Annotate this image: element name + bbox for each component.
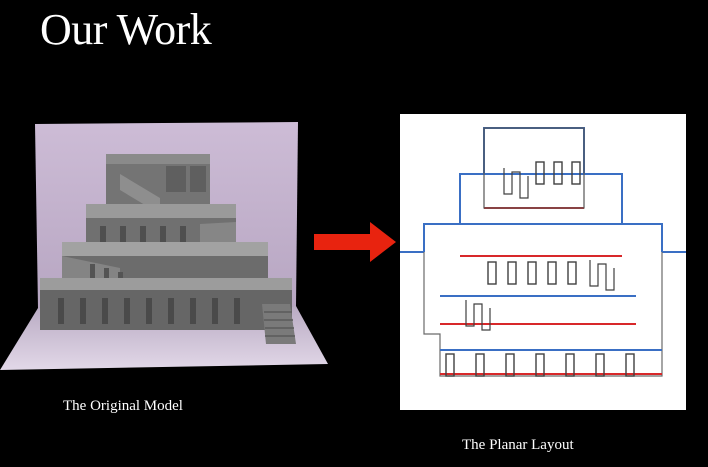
slide-title: Our Work — [40, 5, 212, 54]
caption-original-model: The Original Model — [63, 398, 183, 414]
caption-planar-layout: The Planar Layout — [462, 437, 574, 453]
original-model-image — [0, 122, 328, 370]
planar-layout-image — [400, 114, 686, 410]
right-arrow-icon — [314, 222, 396, 262]
